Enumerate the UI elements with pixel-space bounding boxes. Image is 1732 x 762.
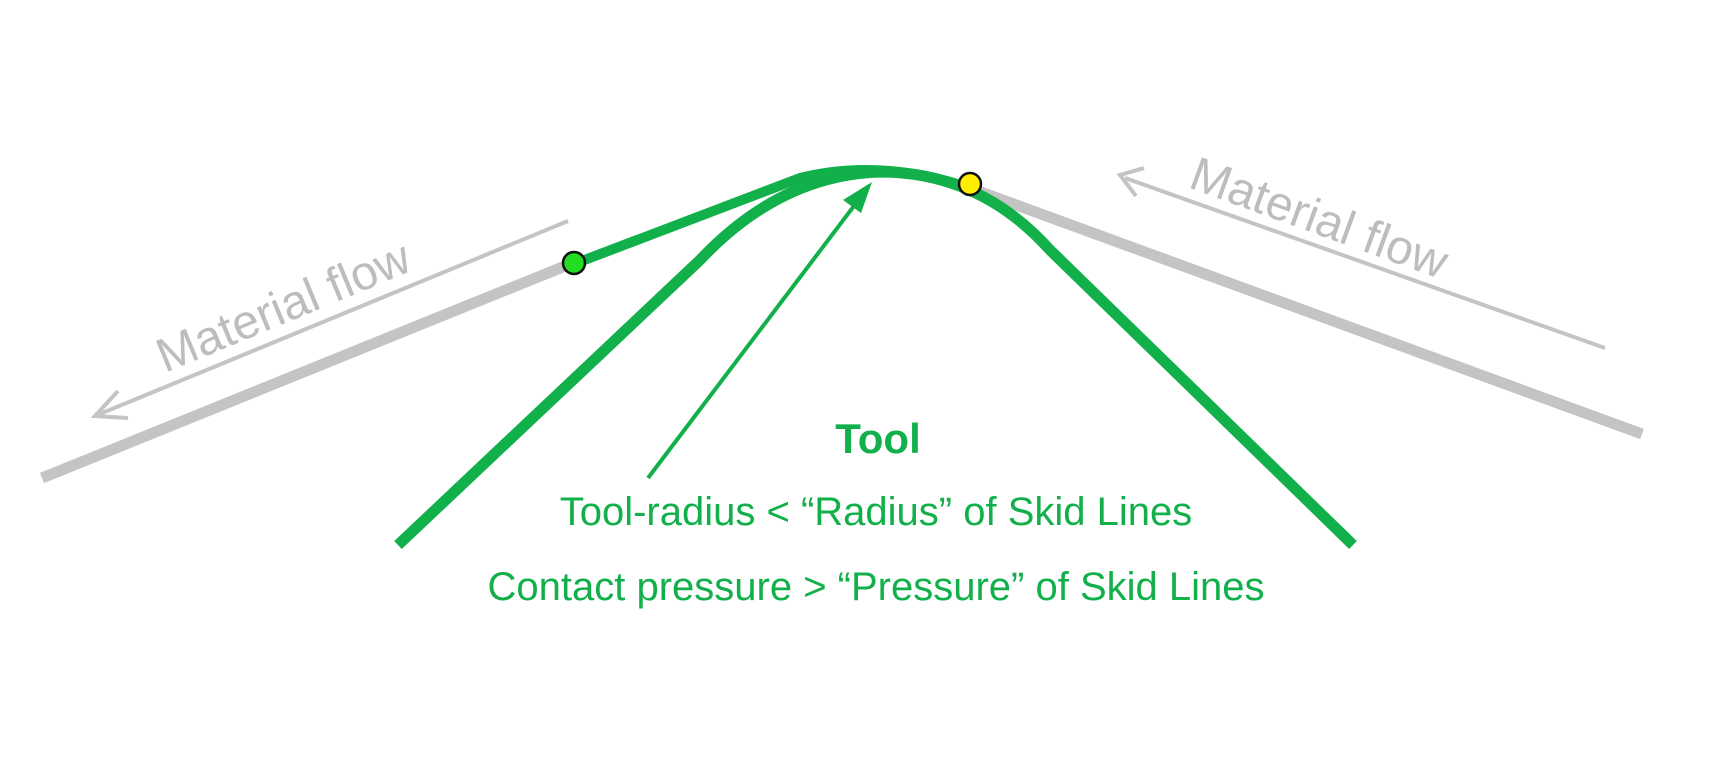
contact-pressure-label: Contact pressure > “Pressure” of Skid Li… — [487, 565, 1264, 609]
material-flow-label-right: Material flow — [1183, 148, 1455, 290]
tool-profile — [394, 166, 1357, 550]
material-flow-label-left: Material flow — [149, 231, 418, 383]
tool-radius-label: Tool-radius < “Radius” of Skid Lines — [560, 490, 1193, 534]
sheet-right — [968, 182, 1644, 440]
skid-end-point — [957, 171, 983, 197]
arrow-head-right — [1116, 166, 1145, 198]
radius-arrow-head — [843, 182, 872, 213]
sheet-left — [39, 256, 578, 484]
guide-line-left — [94, 219, 569, 418]
skid-line — [569, 165, 975, 269]
tool-label: Tool — [835, 415, 921, 462]
skid-start-point — [561, 250, 587, 276]
guide-line-right — [1124, 176, 1606, 350]
arrow-head-left — [90, 389, 129, 420]
radius-arrow-shaft — [646, 196, 862, 480]
